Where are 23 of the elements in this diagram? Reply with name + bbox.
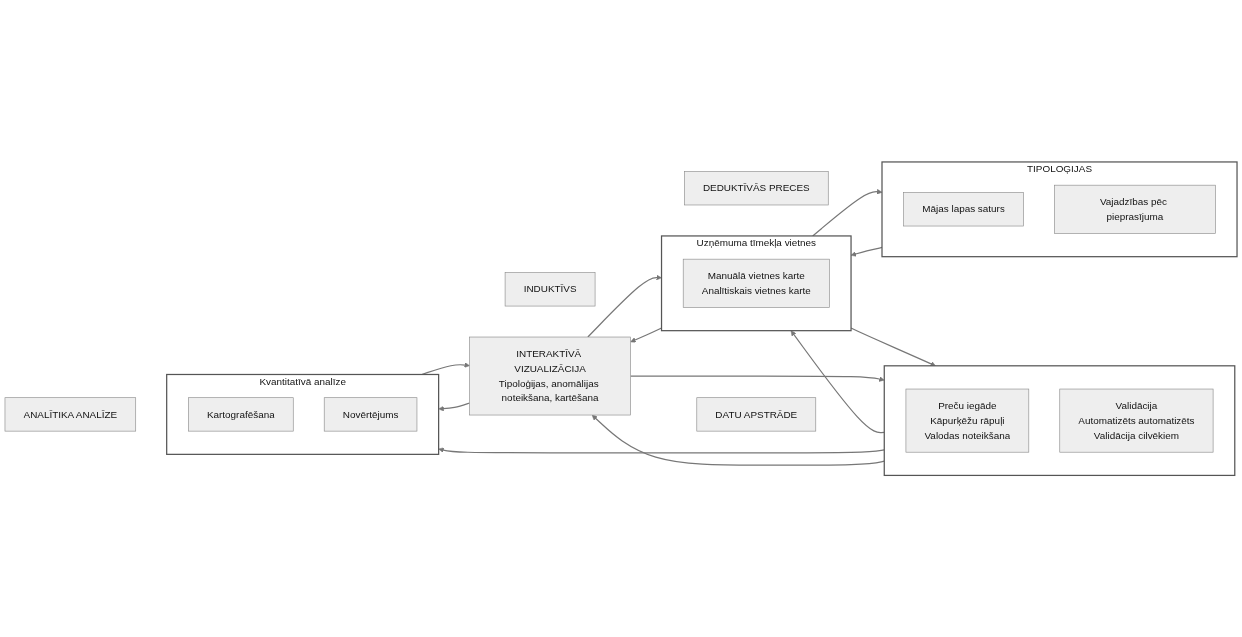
node-box: Kartografēšana [188, 397, 294, 432]
node-box: Mājas lapas saturs [903, 192, 1024, 227]
node-box: Preču iegāde Kāpurķēžu rāpuļi Valodas noteikšana [905, 388, 1030, 453]
arrow [850, 327, 936, 367]
node-box: DEDUKTĪVĀS PRECES [684, 171, 829, 206]
arrow [629, 375, 885, 382]
arrow [438, 402, 471, 412]
node-box: Novērtējums [323, 397, 418, 432]
arrow [591, 414, 885, 466]
arrow [630, 327, 663, 343]
node-box: INTERAKTĪVĀ VIZUALIZĀCIJA Tipoloģijas, anomālijas noteikšana, kartēšana [469, 336, 631, 416]
arrow [790, 330, 885, 434]
arrow [438, 447, 885, 454]
node-box: Validācija Automatizēts automatizēts Validācija cilvēkiem [1059, 388, 1214, 453]
cluster [883, 365, 1236, 476]
arrow [812, 188, 883, 237]
node-box: Manuālā vietnes karte Analītiskais vietnes karte [682, 258, 830, 308]
arrow [587, 274, 662, 338]
node-box: ANALĪTIKA ANALĪZE [4, 397, 137, 432]
node-box: Vajadzības pēc pieprasījuma [1054, 184, 1216, 234]
node-box: DATU APSTRĀDE [696, 397, 817, 432]
arrow [421, 362, 470, 375]
node-box: INDUKTĪVS [504, 272, 596, 307]
